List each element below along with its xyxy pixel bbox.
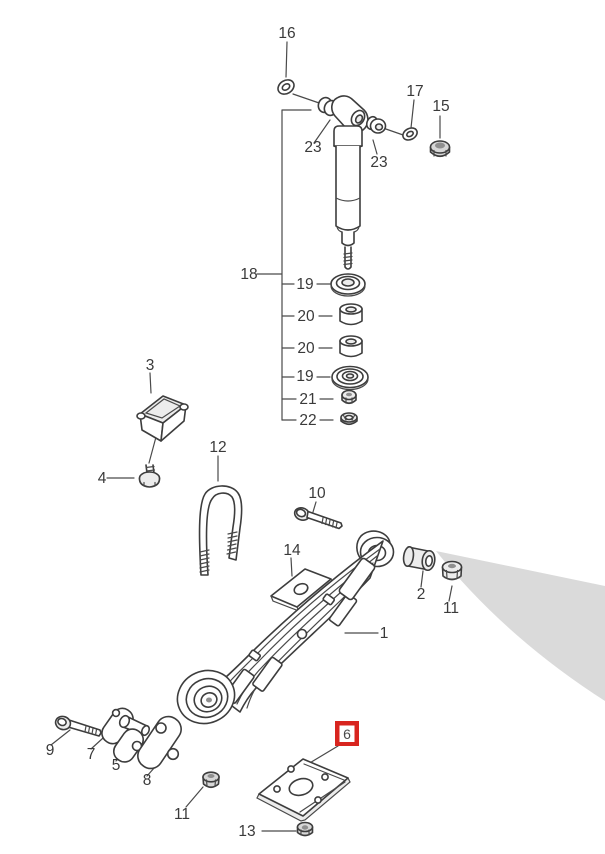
shackle-plate-8-drawing xyxy=(137,715,182,770)
callout-11-right[interactable]: 11 xyxy=(443,600,459,617)
nut-11-right-drawing xyxy=(441,560,463,581)
cup-washer-19a-drawing xyxy=(330,273,366,297)
callout-20b[interactable]: 20 xyxy=(297,340,315,357)
bolt-10-drawing xyxy=(293,507,343,530)
callout-label-21: 21 xyxy=(299,391,316,408)
shock-top-eye-drawing xyxy=(317,95,387,134)
callout-label-10: 10 xyxy=(308,485,326,502)
callout-9[interactable]: 9 xyxy=(46,742,55,759)
callout-3[interactable]: 3 xyxy=(146,357,155,374)
bushing-20b-drawing xyxy=(339,335,363,358)
callout-7[interactable]: 7 xyxy=(87,746,96,763)
washer-17-drawing xyxy=(402,127,418,141)
callout-21[interactable]: 21 xyxy=(299,391,316,408)
callout-label-23a: 23 xyxy=(304,139,321,156)
shackle-plate-5-drawing xyxy=(112,728,145,763)
callout-label-9: 9 xyxy=(46,742,55,759)
callout-label-20b: 20 xyxy=(297,340,315,357)
callout-14[interactable]: 14 xyxy=(283,542,301,559)
callout-2[interactable]: 2 xyxy=(417,586,426,603)
callout-23-left[interactable]: 23 xyxy=(304,139,321,156)
bolt-9-drawing xyxy=(54,715,102,737)
callout-23-right[interactable]: 23 xyxy=(370,154,387,171)
callout-label-5: 5 xyxy=(112,757,121,774)
bushing-20a-drawing xyxy=(339,303,363,326)
callout-label-1: 1 xyxy=(380,625,389,642)
callout-label-7: 7 xyxy=(87,746,96,763)
bolt-4-drawing xyxy=(138,464,161,488)
callout-label-15: 15 xyxy=(432,98,449,115)
callout-17[interactable]: 17 xyxy=(406,83,423,100)
callout-label-3: 3 xyxy=(146,357,155,374)
callout-6-selected[interactable]: 6 xyxy=(335,721,359,746)
callout-label-22: 22 xyxy=(299,412,316,429)
nut-11-bottom-drawing xyxy=(202,771,220,789)
nut-15-drawing xyxy=(429,140,451,158)
callout-label-19a: 19 xyxy=(296,276,313,293)
callout-label-6: 6 xyxy=(343,726,351,742)
callout-4[interactable]: 4 xyxy=(98,470,107,487)
callout-1[interactable]: 1 xyxy=(380,625,389,642)
callout-label-14: 14 xyxy=(283,542,301,559)
selected-part-inner-box xyxy=(339,725,355,742)
seat-plate-6-drawing xyxy=(256,758,351,822)
highlight-wedge xyxy=(436,551,605,701)
callout-20a[interactable]: 20 xyxy=(297,308,315,325)
callout-label-11a: 11 xyxy=(443,600,459,617)
nut-21-drawing xyxy=(341,389,357,405)
callout-8[interactable]: 8 xyxy=(143,772,152,789)
callout-label-17: 17 xyxy=(406,83,423,100)
leader-lines xyxy=(50,41,453,832)
callout-22[interactable]: 22 xyxy=(299,412,316,429)
callout-11-bottom[interactable]: 11 xyxy=(174,806,190,823)
callout-label-8: 8 xyxy=(143,772,152,789)
callout-label-4: 4 xyxy=(98,470,107,487)
leaf-spring-drawing xyxy=(176,530,395,725)
bump-stop-3-drawing xyxy=(136,395,189,442)
callout-15[interactable]: 15 xyxy=(432,98,449,115)
shock-absorber-drawing xyxy=(277,79,451,426)
callout-13[interactable]: 13 xyxy=(238,823,255,840)
callout-label-18: 18 xyxy=(240,266,257,283)
callout-18[interactable]: 18 xyxy=(240,266,257,283)
callout-label-20a: 20 xyxy=(297,308,315,325)
callout-label-2: 2 xyxy=(417,586,426,603)
callout-label-12: 12 xyxy=(209,439,226,456)
callout-10[interactable]: 10 xyxy=(308,485,326,502)
callout-label-19b: 19 xyxy=(296,368,313,385)
washer-16-drawing xyxy=(277,79,295,95)
callout-16[interactable]: 16 xyxy=(278,25,295,42)
callout-label-16: 16 xyxy=(278,25,295,42)
callout-5[interactable]: 5 xyxy=(112,757,121,774)
bushing-2-drawing xyxy=(402,545,436,572)
callout-label-23b: 23 xyxy=(370,154,387,171)
callout-19a[interactable]: 19 xyxy=(296,276,313,293)
u-bolt-12-drawing xyxy=(198,485,243,576)
nut-22-drawing xyxy=(340,412,358,426)
nut-13-drawing xyxy=(296,821,314,837)
shock-body-drawing xyxy=(333,125,363,270)
callout-label-13: 13 xyxy=(238,823,255,840)
callout-12[interactable]: 12 xyxy=(209,439,226,456)
callout-label-11b: 11 xyxy=(174,806,190,823)
shackle-plate-7-drawing xyxy=(101,707,151,745)
callout-19b[interactable]: 19 xyxy=(296,368,313,385)
cup-washer-19b-drawing xyxy=(331,365,369,391)
